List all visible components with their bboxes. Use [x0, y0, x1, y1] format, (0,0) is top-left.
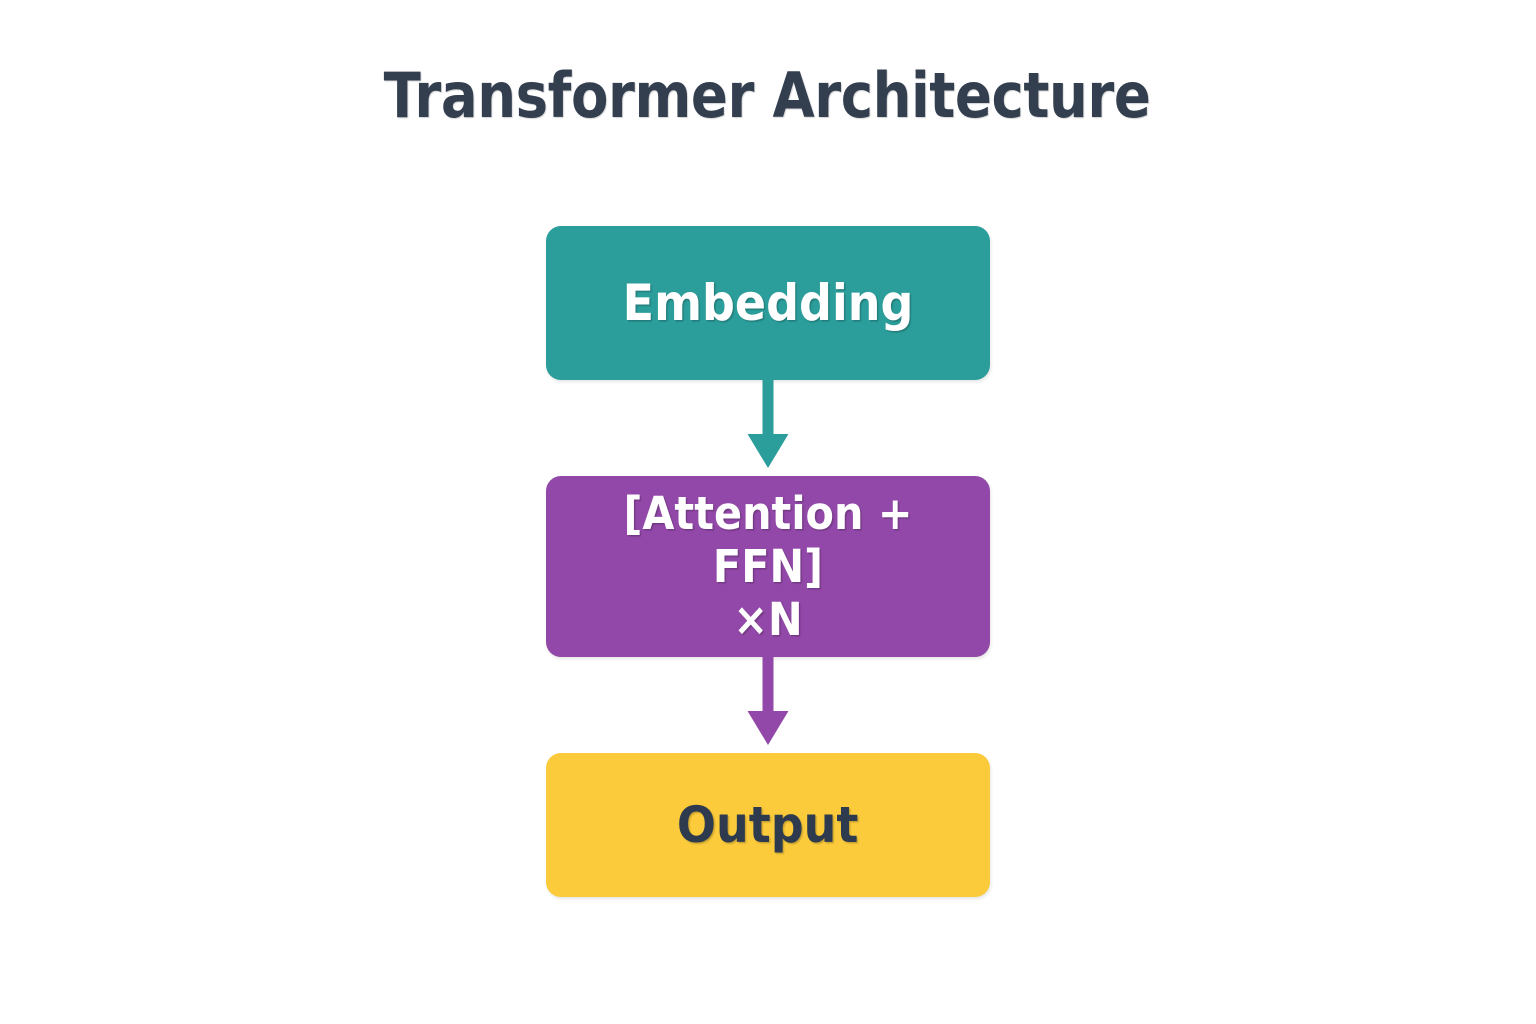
node-embedding-label: Embedding — [622, 273, 914, 332]
node-attention-ffn-label: [Attention + FFN] ×N — [623, 486, 913, 647]
node-attention-ffn[interactable]: [Attention + FFN] ×N — [546, 476, 990, 657]
node-output-label: Output — [677, 795, 859, 854]
arrow-attention-to-output — [722, 653, 814, 749]
node-output[interactable]: Output — [546, 753, 990, 897]
page-title: Transformer Architecture — [383, 59, 1151, 132]
down-arrow-icon — [747, 376, 789, 468]
arrow-embedding-to-attention — [722, 376, 814, 472]
down-arrow-icon — [747, 653, 789, 745]
node-embedding[interactable]: Embedding — [546, 226, 990, 380]
